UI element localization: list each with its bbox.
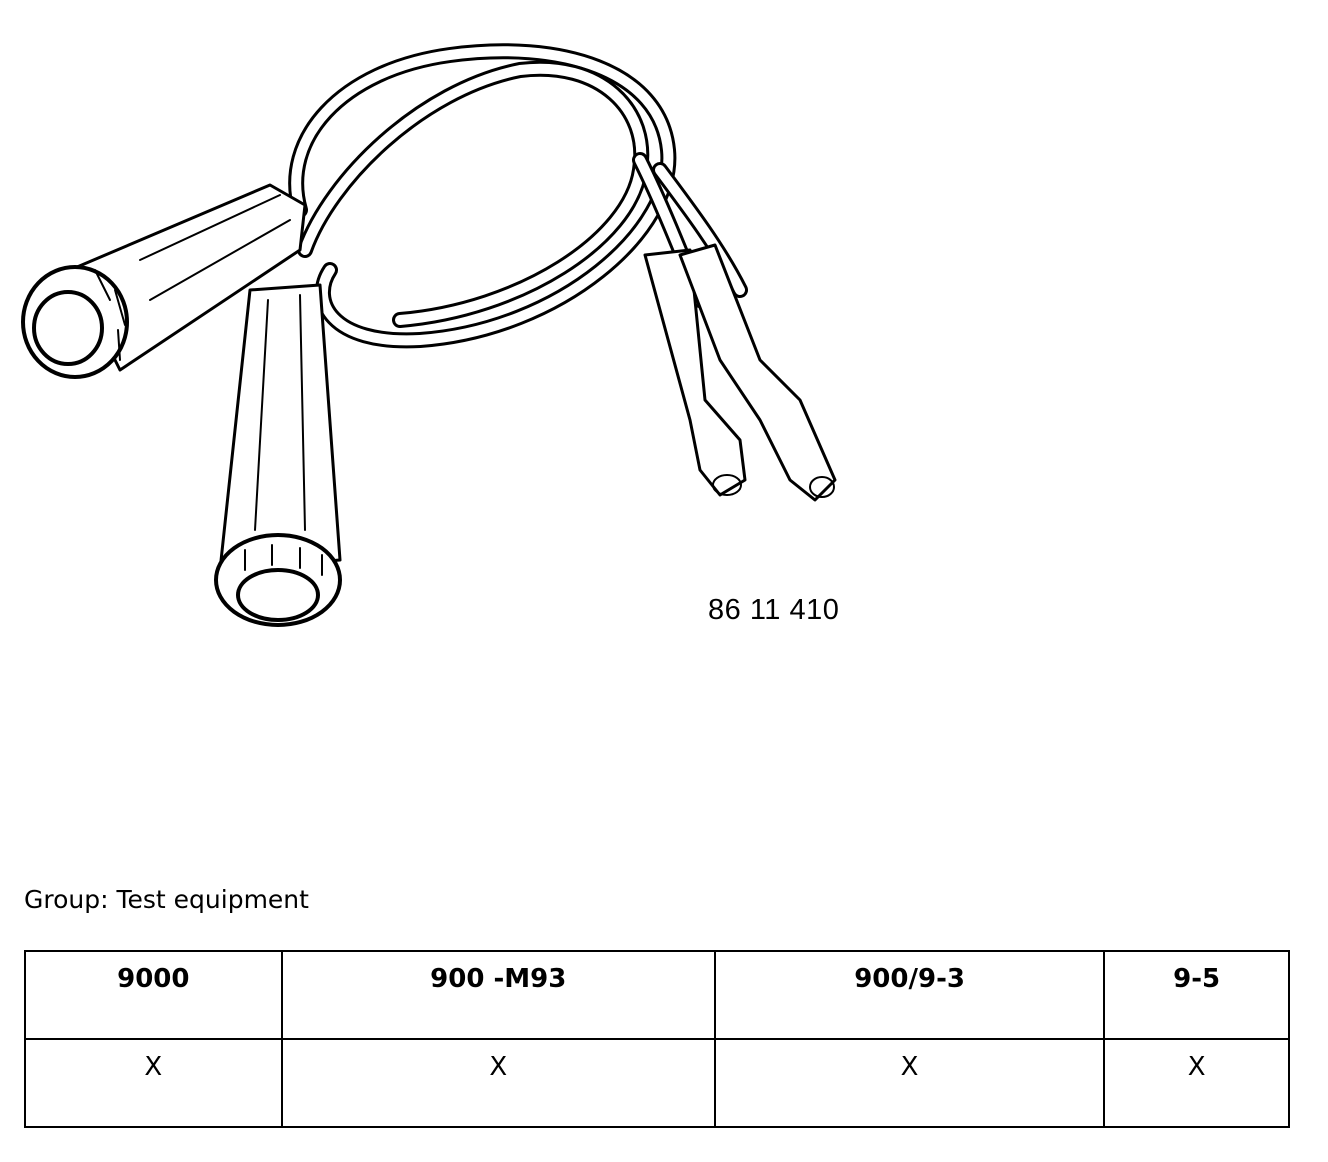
part-number: 86 11 410 (708, 594, 840, 626)
compatibility-table: 9000 900 -M93 900/9-3 9-5 X X X X (24, 950, 1290, 1128)
test-cable-icon (21, 43, 837, 627)
header-cell: 9000 (24, 950, 283, 1040)
table-row: X X X X (24, 1038, 1290, 1128)
header-cell: 9-5 (1103, 950, 1290, 1040)
table-cell: X (280, 1038, 716, 1128)
table-cell: X (713, 1038, 1106, 1128)
group-label: Group: Test equipment (24, 885, 309, 914)
table-cell: X (1103, 1038, 1290, 1128)
header-cell: 900 -M93 (280, 950, 716, 1040)
table-cell: X (24, 1038, 283, 1128)
header-cell: 900/9-3 (713, 950, 1106, 1040)
table-header-row: 9000 900 -M93 900/9-3 9-5 (24, 950, 1290, 1040)
